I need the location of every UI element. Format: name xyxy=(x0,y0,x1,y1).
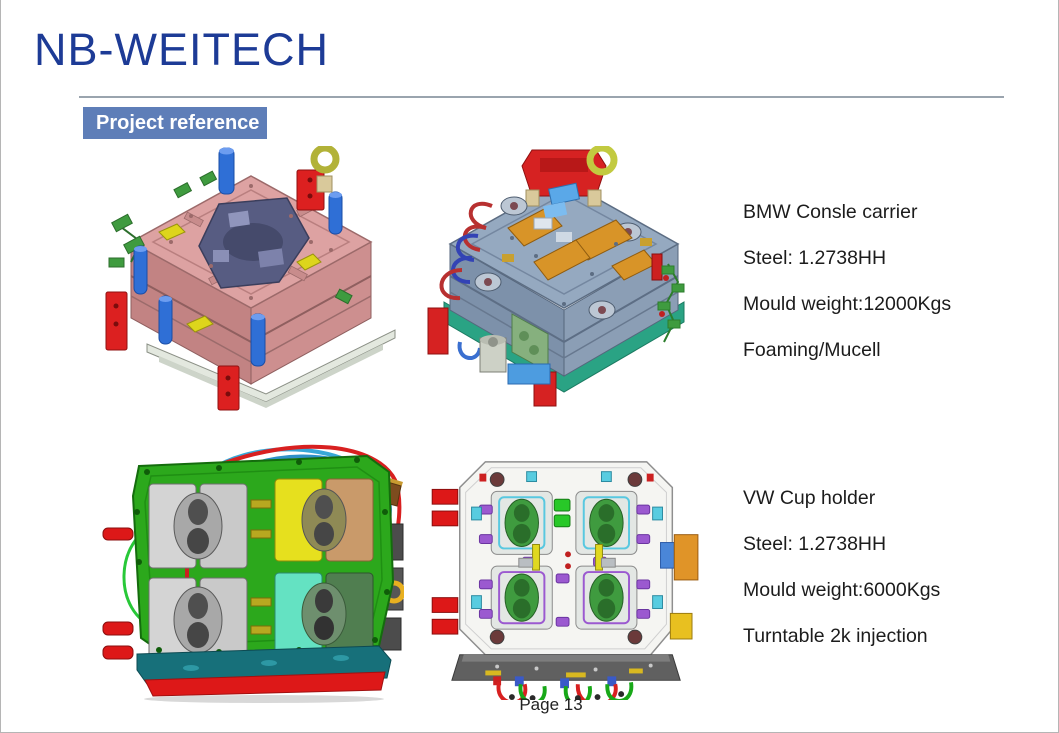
mold-image-vw-green-half xyxy=(99,442,404,704)
spec-process: Foaming/Mucell xyxy=(743,339,881,361)
project-name: VW Cup holder xyxy=(743,487,876,509)
spec-process: Turntable 2k injection xyxy=(743,625,928,647)
mold-render-bmw-core xyxy=(427,146,685,407)
page-title: NB-WEITECH xyxy=(34,24,329,75)
title-divider xyxy=(79,96,1004,98)
mold-render-bmw-cavity xyxy=(105,146,396,411)
spec-steel: Steel: 1.2738HH xyxy=(743,247,887,269)
mold-render-vw-green xyxy=(102,444,404,703)
spec-mould-weight: Mould weight:12000Kgs xyxy=(743,293,952,315)
project-caption-vw: VW Cup holder Steel: 1.2738HH Mould weig… xyxy=(743,487,1033,671)
section-badge: Project reference xyxy=(83,107,267,139)
page-number: Page 13 xyxy=(519,695,583,714)
spec-mould-weight: Mould weight:6000Kgs xyxy=(743,579,941,601)
mold-image-bmw-core-half xyxy=(416,146,701,408)
mold-image-vw-white-half xyxy=(426,452,711,700)
mold-image-bmw-cavity-half xyxy=(101,146,401,412)
project-name: BMW Consle carrier xyxy=(743,201,918,223)
project-caption-bmw: BMW Consle carrier Steel: 1.2738HH Mould… xyxy=(743,201,1033,385)
mold-render-vw-white xyxy=(431,461,699,700)
spec-steel: Steel: 1.2738HH xyxy=(743,533,887,555)
